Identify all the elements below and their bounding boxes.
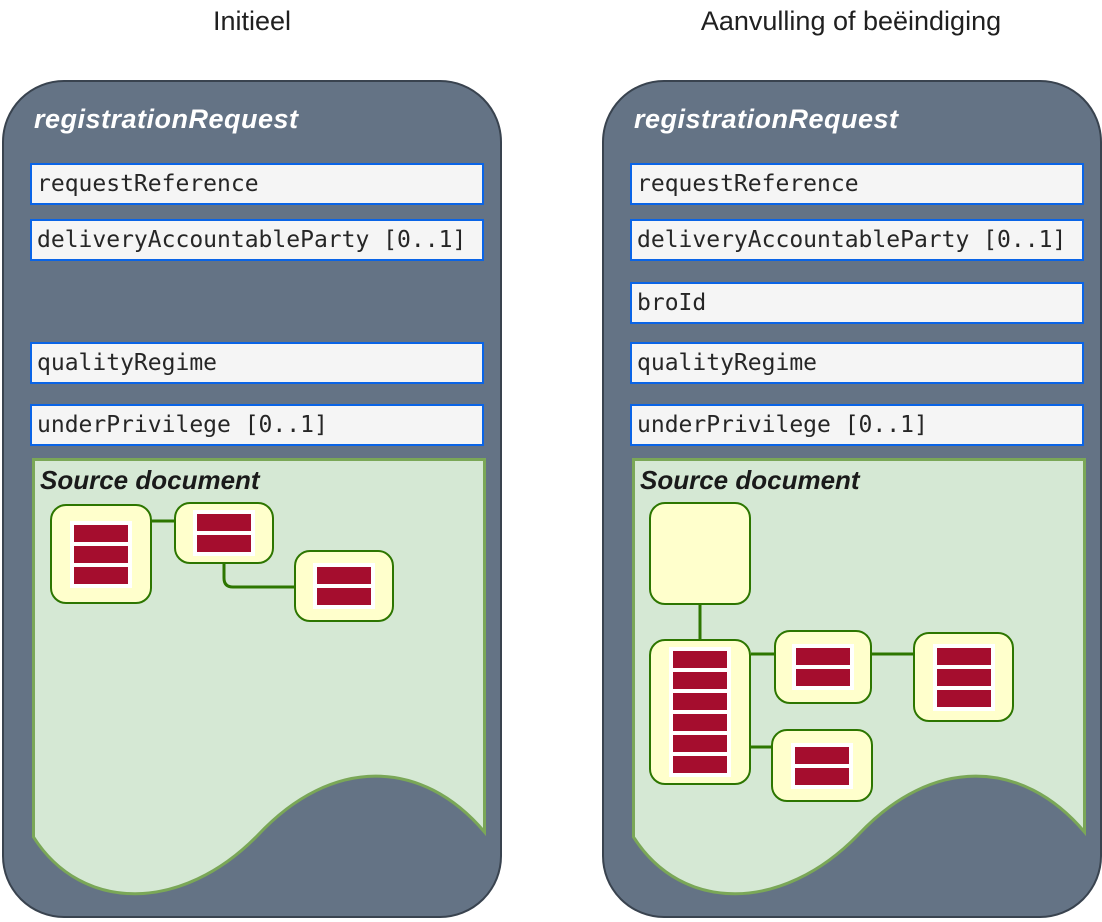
field-underPrivilege: underPrivilege [0..1] — [30, 404, 484, 446]
field-qualityRegime: qualityRegime — [30, 342, 484, 384]
field-label: deliveryAccountableParty [0..1] — [37, 227, 467, 253]
content-bar-stack — [932, 643, 995, 711]
content-bar — [936, 689, 991, 707]
content-bar — [317, 588, 371, 605]
content-bar — [673, 735, 727, 752]
field-broId: broId — [630, 282, 1084, 324]
registration-request-panel-aanvulling: registrationRequest requestReference del… — [602, 80, 1102, 918]
connector-lines — [698, 605, 913, 749]
document-block — [174, 502, 274, 564]
content-bar — [197, 535, 251, 552]
document-block-empty — [649, 502, 751, 605]
content-bar — [673, 714, 727, 731]
field-label: qualityRegime — [37, 350, 218, 376]
registration-request-panel-initieel: registrationRequest requestReference del… — [2, 80, 502, 918]
content-bar — [936, 668, 991, 686]
panel-title: registrationRequest — [634, 104, 899, 134]
field-label: deliveryAccountableParty [0..1] — [637, 227, 1067, 253]
content-bar — [673, 756, 727, 773]
source-document-title: Source document — [640, 465, 860, 495]
panel-title: registrationRequest — [34, 104, 299, 134]
content-bar — [673, 693, 727, 710]
field-label: requestReference — [37, 171, 259, 197]
field-label: qualityRegime — [637, 350, 818, 376]
field-underPrivilege: underPrivilege [0..1] — [630, 404, 1084, 446]
content-bar-stack — [70, 520, 132, 588]
document-block — [294, 550, 394, 622]
field-requestReference: requestReference — [30, 163, 484, 205]
column-heading-aanvulling: Aanvulling of beëindiging — [700, 6, 1002, 36]
content-bar — [673, 651, 727, 668]
field-qualityRegime: qualityRegime — [630, 342, 1084, 384]
source-document-area: Source document — [32, 458, 486, 908]
field-label: requestReference — [637, 171, 859, 197]
field-requestReference: requestReference — [630, 163, 1084, 205]
content-bar-stack — [313, 563, 375, 609]
connector-lines — [152, 519, 294, 589]
content-bar — [673, 672, 727, 689]
content-bar — [197, 514, 251, 531]
document-block — [913, 632, 1014, 722]
content-bar — [796, 669, 850, 686]
source-document-title: Source document — [40, 465, 260, 495]
column-heading-initieel: Initieel — [212, 6, 292, 36]
document-block — [771, 729, 873, 802]
content-bar — [317, 567, 371, 584]
content-bar — [74, 545, 128, 563]
content-bar — [795, 767, 849, 785]
content-bar-stack — [193, 510, 255, 556]
document-block-tall — [649, 639, 751, 785]
field-label: underPrivilege [0..1] — [37, 412, 328, 438]
field-label: broId — [637, 290, 707, 316]
content-bar — [936, 647, 991, 665]
connector-line — [222, 564, 294, 589]
content-bar — [796, 648, 850, 665]
content-bar-stack — [669, 647, 731, 777]
field-deliveryAccountableParty: deliveryAccountableParty [0..1] — [630, 219, 1084, 261]
field-label: underPrivilege [0..1] — [637, 412, 928, 438]
content-bar — [74, 566, 128, 584]
content-bar — [795, 746, 849, 764]
content-bar-stack — [792, 644, 854, 690]
field-deliveryAccountableParty: deliveryAccountableParty [0..1] — [30, 219, 484, 261]
document-block — [774, 630, 872, 704]
content-bar-stack — [791, 742, 853, 789]
content-bar — [74, 524, 128, 542]
source-document-area: Source document — [632, 458, 1086, 908]
document-block-large — [50, 504, 152, 604]
